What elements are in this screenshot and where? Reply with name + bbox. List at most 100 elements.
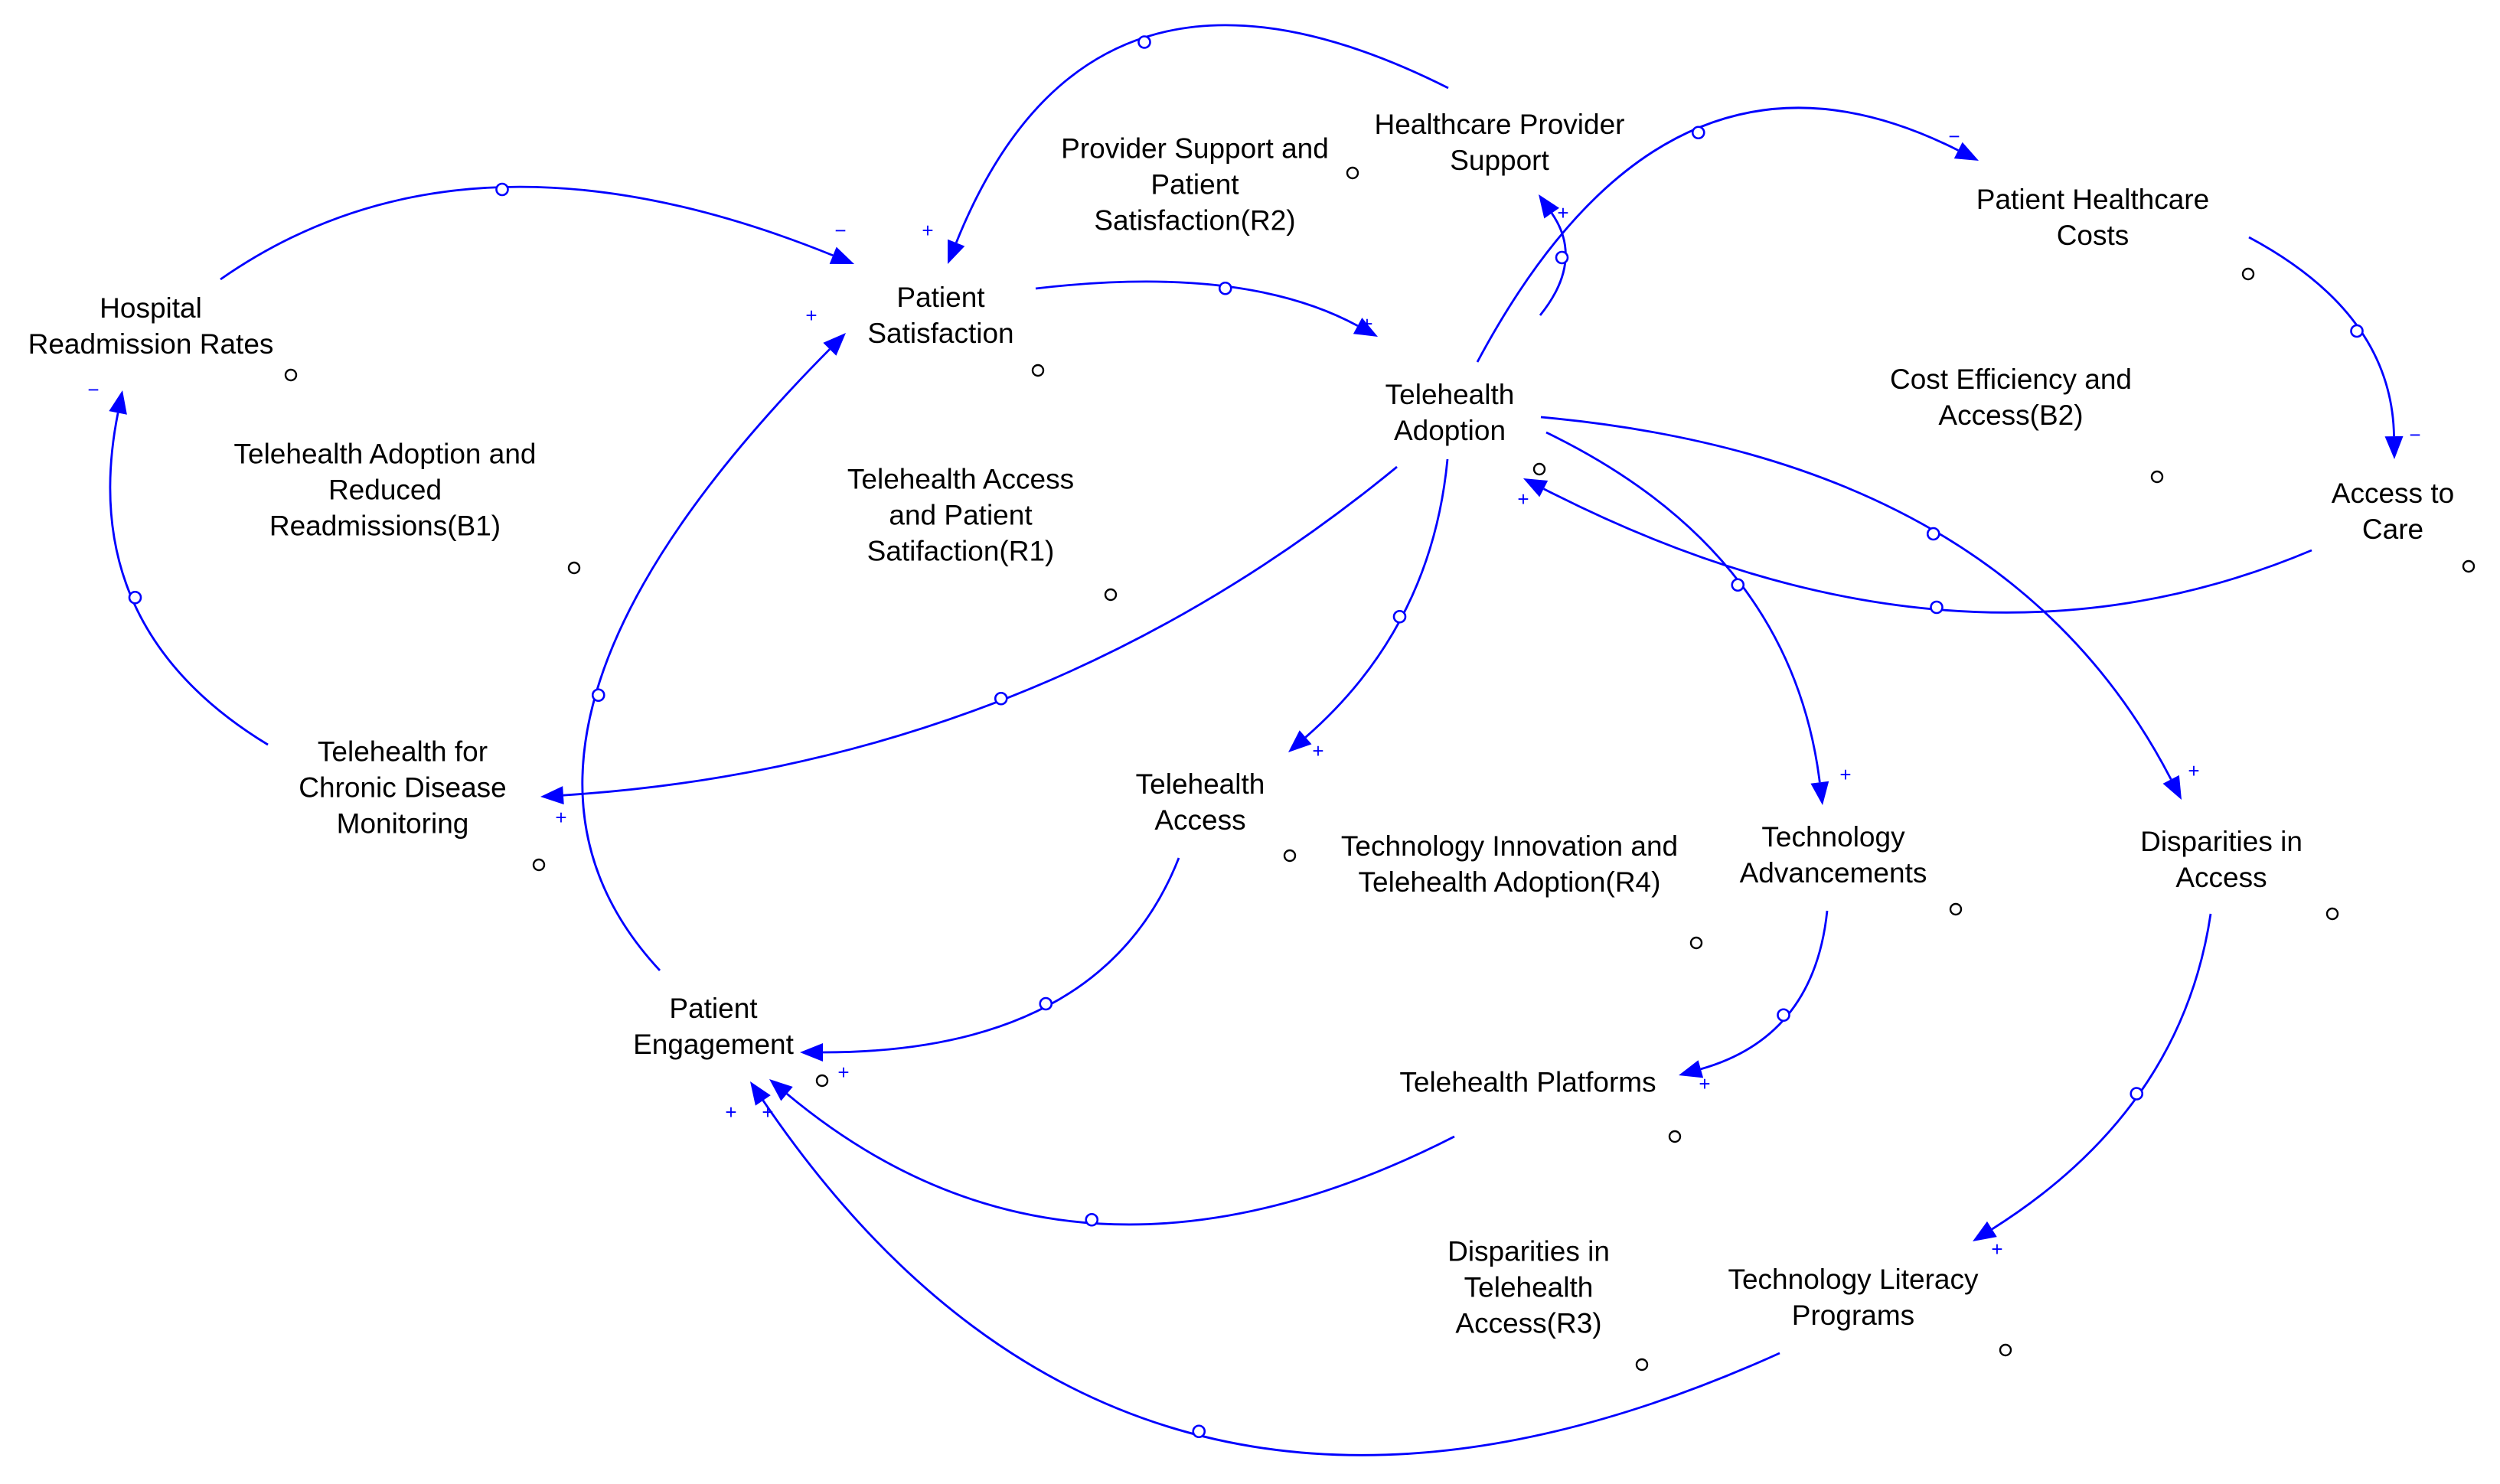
link-handle-telehealth-adoption-to-healthcare-provider-support[interactable] [1555, 250, 1569, 265]
anchor-patient-engagement[interactable] [815, 1074, 829, 1088]
arrowhead-telehealth-chronic-disease-monitoring-to-hospital-readmission-rates [109, 390, 127, 415]
variable-technology-advancements: Technology Advancements [1739, 821, 1927, 889]
variable-healthcare-provider-support: Healthcare Provider Support [1374, 109, 1625, 176]
anchor-telehealth-chronic-disease-monitoring[interactable] [532, 858, 546, 872]
anchor-telehealth-access[interactable] [1283, 849, 1297, 863]
link-hospital-readmission-rates-to-patient-satisfaction[interactable] [220, 185, 834, 281]
link-handle-telehealth-adoption-to-patient-healthcare-costs[interactable] [1691, 126, 1705, 140]
link-handle-telehealth-adoption-to-telehealth-access[interactable] [1392, 609, 1407, 624]
polarity-telehealth-adoption-to-technology-advancements: + [1839, 763, 1851, 786]
anchor-technology-literacy-programs[interactable] [1999, 1343, 2012, 1357]
anchor-loop-r4[interactable] [1689, 936, 1703, 950]
arrowhead-telehealth-adoption-to-disparities-in-access [2162, 775, 2182, 800]
link-telehealth-access-to-patient-engagement[interactable] [822, 857, 1180, 1054]
loop-label-r4: Technology Innovation and Telehealth Ado… [1340, 830, 1679, 898]
arrowhead-healthcare-provider-support-to-patient-satisfaction [948, 239, 965, 264]
polarity-telehealth-adoption-to-patient-healthcare-costs: − [1948, 125, 1960, 148]
anchor-disparities-in-access[interactable] [2325, 907, 2339, 921]
arrowhead-technology-literacy-programs-to-patient-engagement [750, 1081, 771, 1106]
link-handle-healthcare-provider-support-to-patient-satisfaction[interactable] [1137, 35, 1151, 49]
arrowhead-telehealth-adoption-to-healthcare-provider-support [1539, 194, 1560, 219]
anchor-loop-r1[interactable] [1104, 588, 1118, 602]
link-handle-hospital-readmission-rates-to-patient-satisfaction[interactable] [495, 182, 509, 197]
polarity-patient-satisfaction-to-telehealth-adoption: + [1361, 312, 1372, 335]
link-handle-technology-literacy-programs-to-patient-engagement[interactable] [1192, 1424, 1206, 1439]
link-handle-telehealth-platforms-to-patient-engagement[interactable] [1085, 1212, 1099, 1227]
link-technology-advancements-to-telehealth-platforms[interactable] [1700, 910, 1829, 1071]
polarity-telehealth-chronic-disease-monitoring-to-hospital-readmission-rates: − [87, 378, 99, 401]
link-disparities-in-access-to-technology-literacy-programs[interactable] [1991, 913, 2212, 1231]
variable-telehealth-chronic-disease-monitoring: Telehealth for Chronic Disease Monitorin… [299, 735, 507, 840]
polarity-disparities-in-access-to-technology-literacy-programs: + [1991, 1238, 2002, 1261]
link-access-to-care-to-telehealth-adoption[interactable] [1543, 488, 2312, 614]
link-telehealth-adoption-to-telehealth-access[interactable] [1304, 458, 1449, 739]
link-handle-patient-healthcare-costs-to-access-to-care[interactable] [2350, 324, 2364, 338]
anchor-telehealth-adoption[interactable] [1532, 462, 1546, 476]
arrowhead-telehealth-adoption-to-telehealth-access [1288, 730, 1312, 752]
variable-patient-healthcare-costs: Patient Healthcare Costs [1976, 184, 2210, 251]
link-handle-access-to-care-to-telehealth-adoption[interactable] [1930, 600, 1944, 615]
anchor-loop-b2[interactable] [2150, 470, 2164, 484]
link-handle-telehealth-chronic-disease-monitoring-to-hospital-readmission-rates[interactable] [128, 590, 142, 605]
polarity-patient-healthcare-costs-to-access-to-care: − [2409, 423, 2420, 446]
anchor-technology-advancements[interactable] [1949, 902, 1963, 916]
polarity-technology-advancements-to-telehealth-platforms: + [1699, 1072, 1710, 1095]
arrowhead-patient-engagement-to-patient-satisfaction [823, 333, 846, 356]
anchor-hospital-readmission-rates[interactable] [284, 368, 298, 382]
variable-patient-engagement: Patient Engagement [633, 993, 794, 1060]
anchor-loop-r3[interactable] [1635, 1358, 1649, 1371]
arrowhead-telehealth-platforms-to-patient-engagement [769, 1079, 793, 1101]
link-handle-technology-advancements-to-telehealth-platforms[interactable] [1777, 1008, 1790, 1022]
arrowhead-telehealth-adoption-to-patient-healthcare-costs [1953, 142, 1979, 161]
polarity-telehealth-platforms-to-patient-engagement: + [762, 1101, 773, 1124]
link-handle-telehealth-adoption-to-telehealth-chronic-disease-monitoring[interactable] [994, 691, 1008, 706]
arrowhead-access-to-care-to-telehealth-adoption [1523, 478, 1549, 497]
link-handle-patient-satisfaction-to-telehealth-adoption[interactable] [1218, 281, 1232, 295]
loop-label-r1: Telehealth Access and Patient Satifactio… [847, 463, 1075, 567]
polarity-telehealth-adoption-to-healthcare-provider-support: + [1557, 201, 1568, 224]
loop-label-r3: Disparities in Telehealth Access(R3) [1447, 1235, 1610, 1339]
polarity-telehealth-adoption-to-telehealth-access: + [1312, 739, 1323, 762]
polarity-technology-literacy-programs-to-patient-engagement: + [725, 1101, 736, 1124]
link-patient-engagement-to-patient-satisfaction[interactable] [581, 348, 831, 971]
polarity-telehealth-access-to-patient-engagement: + [837, 1061, 849, 1084]
link-patient-satisfaction-to-telehealth-adoption[interactable] [1035, 280, 1359, 327]
variable-telehealth-adoption: Telehealth Adoption [1385, 379, 1515, 446]
variable-technology-literacy-programs: Technology Literacy Programs [1728, 1264, 1979, 1331]
polarity-patient-engagement-to-patient-satisfaction: + [805, 304, 817, 327]
anchor-healthcare-provider-support[interactable] [1346, 166, 1359, 180]
arrowhead-telehealth-adoption-to-telehealth-chronic-disease-monitoring [540, 786, 564, 805]
link-handle-telehealth-adoption-to-technology-advancements[interactable] [1731, 578, 1745, 592]
link-handle-disparities-in-access-to-technology-literacy-programs[interactable] [2130, 1087, 2144, 1101]
link-technology-literacy-programs-to-patient-engagement[interactable] [762, 1100, 1780, 1456]
anchor-telehealth-platforms[interactable] [1668, 1130, 1682, 1143]
variable-telehealth-access: Telehealth Access [1135, 768, 1265, 836]
arrowhead-telehealth-adoption-to-technology-advancements [1810, 781, 1829, 805]
link-telehealth-adoption-to-technology-advancements[interactable] [1545, 431, 1821, 783]
loop-label-b1: Telehealth Adoption and Reduced Readmiss… [233, 438, 537, 542]
variable-patient-satisfaction: Patient Satisfaction [867, 282, 1014, 349]
polarity-telehealth-adoption-to-disparities-in-access: + [2188, 759, 2199, 782]
arrowhead-hospital-readmission-rates-to-patient-satisfaction [829, 246, 854, 264]
variable-access-to-care: Access to Care [2331, 478, 2455, 545]
link-telehealth-platforms-to-patient-engagement[interactable] [786, 1093, 1455, 1226]
variable-telehealth-platforms: Telehealth Platforms [1399, 1066, 1656, 1098]
link-handle-patient-engagement-to-patient-satisfaction[interactable] [591, 688, 605, 703]
anchor-loop-b1[interactable] [567, 561, 581, 575]
link-telehealth-adoption-to-healthcare-provider-support[interactable] [1539, 212, 1567, 316]
variable-hospital-readmission-rates: Hospital Readmission Rates [28, 292, 274, 360]
anchor-patient-satisfaction[interactable] [1031, 364, 1045, 377]
arrowhead-patient-satisfaction-to-telehealth-adoption [1353, 318, 1378, 337]
arrowhead-patient-healthcare-costs-to-access-to-care [2384, 435, 2404, 459]
anchor-access-to-care[interactable] [2462, 559, 2476, 573]
loop-label-b2: Cost Efficiency and Access(B2) [1889, 364, 2133, 431]
arrowhead-disparities-in-access-to-technology-literacy-programs [1973, 1221, 1997, 1241]
polarity-telehealth-adoption-to-telehealth-chronic-disease-monitoring: + [555, 806, 566, 829]
link-patient-healthcare-costs-to-access-to-care[interactable] [2248, 236, 2395, 437]
arrowhead-telehealth-access-to-patient-engagement [800, 1043, 823, 1062]
anchor-patient-healthcare-costs[interactable] [2241, 267, 2255, 281]
link-handle-telehealth-access-to-patient-engagement[interactable] [1039, 996, 1053, 1011]
link-handle-telehealth-adoption-to-disparities-in-access[interactable] [1926, 527, 1940, 541]
